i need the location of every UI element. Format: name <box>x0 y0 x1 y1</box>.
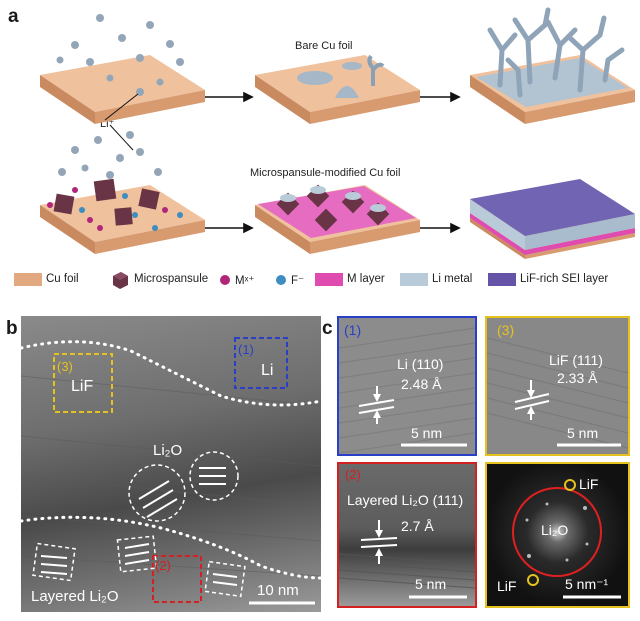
li-ions-top <box>56 14 184 96</box>
panel-b-letter: b <box>6 318 18 339</box>
legend-label-microspansule: Microspansule <box>134 273 209 285</box>
c1-phase: Li (110) <box>397 356 444 372</box>
region3-label: LiF <box>71 378 94 395</box>
layered-li2o-label: Layered Li₂O <box>31 588 119 605</box>
legend-swatch-microspansule <box>113 272 128 289</box>
ions-on-foil <box>47 187 183 231</box>
legend-swatch-m-layer <box>315 273 343 286</box>
microspansules-bottom-left <box>53 178 160 226</box>
tem-image-b: (3) LiF (1) Li (2) Li₂O Layered Li₂O 10 … <box>21 316 321 612</box>
c2-d-spacing: 2.7 Å <box>401 518 434 534</box>
legend-swatch-cu-foil <box>14 273 42 286</box>
legend-label-f-ion: F⁻ <box>291 275 305 287</box>
c1-scale: 5 nm <box>411 425 443 441</box>
c2-number: (2) <box>345 467 361 482</box>
fft-li2o-center: Li₂O <box>541 522 569 538</box>
cu-foil-slab-top-left <box>40 55 205 124</box>
li-ions-bottom <box>58 131 162 179</box>
fft-pattern: LiF Li₂O LiF 5 nm⁻¹ <box>485 462 630 608</box>
fft-lif-bottom: LiF <box>497 578 517 594</box>
hrtem-region3: (3) LiF (111) 2.33 Å 5 nm <box>485 316 630 456</box>
c2-scale: 5 nm <box>415 576 447 592</box>
region1-number: (1) <box>238 342 254 357</box>
dendrites <box>487 7 625 98</box>
region1-label: Li <box>261 362 274 379</box>
cu-foil-slab-bottom-middle <box>255 184 420 254</box>
region2-number: (2) <box>155 558 171 573</box>
bare-cu-caption: Bare Cu foil <box>295 40 353 52</box>
c3-scale: 5 nm <box>567 425 599 441</box>
legend-label-li-metal: Li metal <box>432 273 473 285</box>
c3-d-spacing: 2.33 Å <box>557 370 598 386</box>
c2-phase: Layered Li₂O (111) <box>347 492 464 508</box>
modified-cu-caption: Microspansule-modified Cu foil <box>250 167 401 179</box>
li2o-label: Li₂O <box>153 442 183 459</box>
legend-swatch-li-metal <box>400 273 428 286</box>
region3-number: (3) <box>57 359 73 374</box>
schematic-illustration <box>40 7 635 259</box>
legend-label-m-layer: M layer <box>347 273 385 285</box>
scale-bar-b-label: 10 nm <box>257 582 299 599</box>
legend-label-lif-sei: LiF-rich SEI layer <box>520 273 609 285</box>
panel-c-letter: c <box>322 318 333 339</box>
arrows-bottom <box>205 222 461 234</box>
c3-phase: LiF (111) <box>549 352 603 368</box>
legend-swatch-m-ion <box>220 275 230 285</box>
legend-label-cu-foil: Cu foil <box>46 273 79 285</box>
c3-number: (3) <box>497 322 515 338</box>
legend-label-m-ion: Mˣ⁺ <box>235 275 255 287</box>
tem-overlay-b <box>21 337 321 605</box>
cu-foil-slab-top-right <box>470 55 635 124</box>
c1-number: (1) <box>344 322 362 338</box>
fft-lif-top: LiF <box>579 476 599 492</box>
hrtem-region1: (1) Li (110) 2.48 Å 5 nm <box>337 316 477 456</box>
legend-swatch-f-ion <box>276 275 286 285</box>
cu-foil-slab-top-middle <box>255 54 420 124</box>
c1-d-spacing: 2.48 Å <box>401 376 442 392</box>
fft-scale: 5 nm⁻¹ <box>565 576 609 592</box>
panel-a-letter: a <box>8 6 19 27</box>
arrows-top <box>205 91 461 103</box>
hrtem-region2: (2) Layered Li₂O (111) 2.7 Å 5 nm <box>337 462 477 608</box>
legend-swatch-lif-sei <box>488 273 516 286</box>
cu-foil-slab-bottom-right <box>470 179 635 259</box>
